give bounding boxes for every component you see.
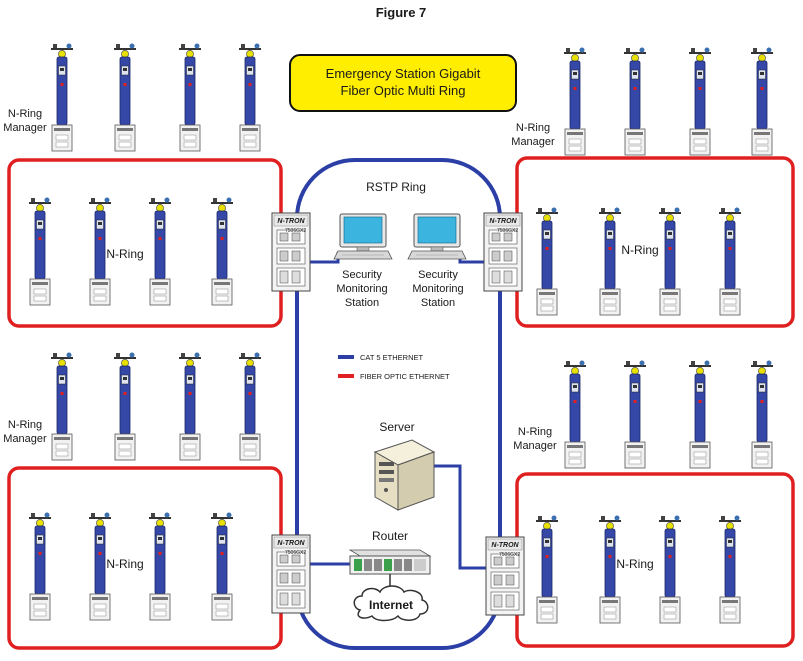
server-label: Server	[379, 420, 414, 434]
emergency-station-pole-icon	[718, 207, 742, 316]
cat5-link-server	[428, 464, 488, 570]
switch-brand-label: N-TRON	[491, 542, 519, 549]
emergency-station-pole-icon	[28, 197, 52, 306]
internet-cloud-icon	[353, 585, 429, 622]
emergency-station-pole-icon	[598, 207, 622, 316]
switch-brand-label: N-TRON	[277, 540, 305, 547]
banner-line-2: Fiber Optic Multi Ring	[341, 83, 466, 98]
emergency-station-pole-icon	[113, 352, 137, 461]
emergency-station-pole-icon	[563, 360, 587, 469]
n-ring-manager-label-l1: N-Ring	[8, 419, 42, 431]
router-icon	[348, 549, 432, 575]
emergency-station-pole-icon	[28, 512, 52, 621]
switch-model-label: 7506GX2	[499, 552, 520, 558]
n-ring-manager-label-l1: N-Ring	[518, 426, 552, 438]
emergency-station-pole-icon	[148, 512, 172, 621]
emergency-station-pole-icon	[148, 197, 172, 306]
emergency-station-pole-icon	[210, 512, 234, 621]
rstp-ring-line	[295, 158, 502, 650]
emergency-station-pole-icon	[563, 47, 587, 156]
switch-brand-label: N-TRON	[277, 218, 305, 225]
emergency-station-pole-icon	[623, 47, 647, 156]
emergency-station-pole-icon	[178, 43, 202, 152]
switch-model-label: 7506GX2	[497, 228, 518, 234]
emergency-station-pole-icon	[50, 352, 74, 461]
n-ring-label: N-Ring	[106, 247, 143, 261]
n-ring-label: N-Ring	[616, 557, 653, 571]
internet-label: Internet	[369, 598, 413, 612]
security-label-l2: Monitoring	[412, 283, 463, 295]
n-ring-manager-label-l2: Manager	[513, 440, 557, 452]
computer-monitor-icon	[333, 213, 393, 260]
n-ring-manager-label-l2: Manager	[3, 433, 47, 445]
rstp-ring-label: RSTP Ring	[366, 180, 426, 194]
emergency-station-pole-icon	[238, 352, 262, 461]
switch-model-label: 7506GX2	[285, 550, 306, 556]
router-label: Router	[372, 529, 408, 543]
emergency-station-pole-icon	[178, 352, 202, 461]
emergency-station-pole-icon	[688, 47, 712, 156]
emergency-station-pole-icon	[718, 515, 742, 624]
security-label-l2: Monitoring	[336, 283, 387, 295]
n-ring-manager-label-l2: Manager	[511, 136, 555, 148]
emergency-station-pole-icon	[750, 47, 774, 156]
n-ring-loop-bottom-right	[515, 472, 795, 648]
emergency-station-pole-icon	[113, 43, 137, 152]
n-ring-label: N-Ring	[106, 557, 143, 571]
emergency-station-pole-icon	[750, 360, 774, 469]
security-label-l3: Station	[345, 297, 379, 309]
emergency-station-pole-icon	[658, 207, 682, 316]
emergency-station-pole-icon	[658, 515, 682, 624]
n-ring-loop-top-right	[515, 156, 795, 328]
n-ring-manager-label-l1: N-Ring	[8, 108, 42, 120]
emergency-station-pole-icon	[623, 360, 647, 469]
legend-label-fiber: FIBER OPTIC ETHERNET	[360, 372, 450, 381]
emergency-station-pole-icon	[50, 43, 74, 152]
banner-line-1: Emergency Station Gigabit	[326, 66, 481, 81]
emergency-station-pole-icon	[535, 207, 559, 316]
emergency-station-pole-icon	[238, 43, 262, 152]
banner-box	[289, 54, 517, 112]
n-ring-manager-label-l1: N-Ring	[516, 122, 550, 134]
figure-title: Figure 7	[376, 5, 427, 20]
n-ring-manager-label-l2: Manager	[3, 122, 47, 134]
emergency-station-pole-icon	[688, 360, 712, 469]
switch-brand-label: N-TRON	[489, 218, 517, 225]
n-ring-loop-bottom-left	[7, 466, 283, 650]
security-label-l1: Security	[342, 269, 382, 281]
emergency-station-pole-icon	[210, 197, 234, 306]
legend-label-cat5: CAT 5 ETHERNET	[360, 353, 423, 362]
switch-model-label: 7506GX2	[285, 228, 306, 234]
computer-monitor-icon	[407, 213, 467, 260]
emergency-station-pole-icon	[535, 515, 559, 624]
n-ring-label: N-Ring	[621, 243, 658, 257]
security-label-l1: Security	[418, 269, 458, 281]
security-label-l3: Station	[421, 297, 455, 309]
server-tower-icon	[373, 439, 436, 511]
